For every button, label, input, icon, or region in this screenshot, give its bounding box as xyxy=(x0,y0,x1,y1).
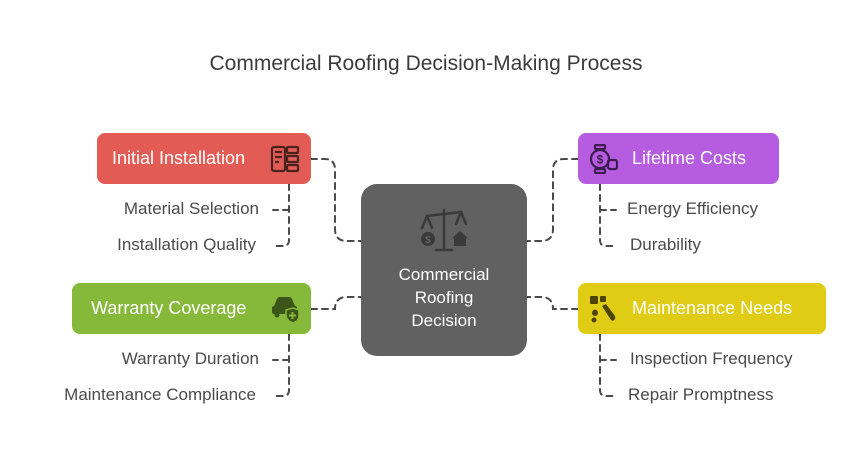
lifetime-costs-node: $ Lifetime Costs xyxy=(578,133,779,184)
warranty-coverage-label: Warranty Coverage xyxy=(91,298,247,318)
cost-watch-icon: $ xyxy=(589,144,618,174)
maintenance-needs-node: Maintenance Needs xyxy=(578,283,826,334)
warranty-coverage-node: Warranty Coverage xyxy=(72,283,311,334)
sub-item-material-selection: Material Selection xyxy=(123,199,259,218)
central-label-line-1: Commercial xyxy=(398,265,490,284)
initial-installation-node: Initial Installation xyxy=(97,133,311,184)
svg-text:$: $ xyxy=(597,153,604,167)
initial-installation-label: Initial Installation xyxy=(112,148,246,168)
central-label-line-3: Decision xyxy=(411,311,477,330)
sub-item-durability: Durability xyxy=(630,235,701,254)
sub-item-repair-promptness: Repair Promptness xyxy=(628,385,774,404)
sub-item-installation-quality: Installation Quality xyxy=(117,235,256,254)
sub-item-warranty-duration: Warranty Duration xyxy=(121,349,259,368)
lifetime-costs-label: Lifetime Costs xyxy=(632,148,747,168)
diagram-title: Commercial Roofing Decision-Making Proce… xyxy=(209,52,643,75)
central-decision-label: Commercial Roofing Decision xyxy=(361,263,527,332)
sub-item-maintenance-compliance: Maintenance Compliance xyxy=(64,385,256,404)
car-shield-icon xyxy=(272,297,300,324)
scale-icon: $ xyxy=(420,208,468,252)
tools-icon xyxy=(590,296,616,323)
maintenance-needs-label: Maintenance Needs xyxy=(632,298,793,318)
sub-item-energy-efficiency: Energy Efficiency xyxy=(627,199,759,218)
sub-item-inspection-frequency: Inspection Frequency xyxy=(630,349,793,368)
central-decision-node: $ Commercial Roofing Decision xyxy=(361,184,527,356)
svg-text:$: $ xyxy=(425,235,431,246)
central-label-line-2: Roofing xyxy=(414,288,474,307)
installation-icon xyxy=(270,145,300,173)
